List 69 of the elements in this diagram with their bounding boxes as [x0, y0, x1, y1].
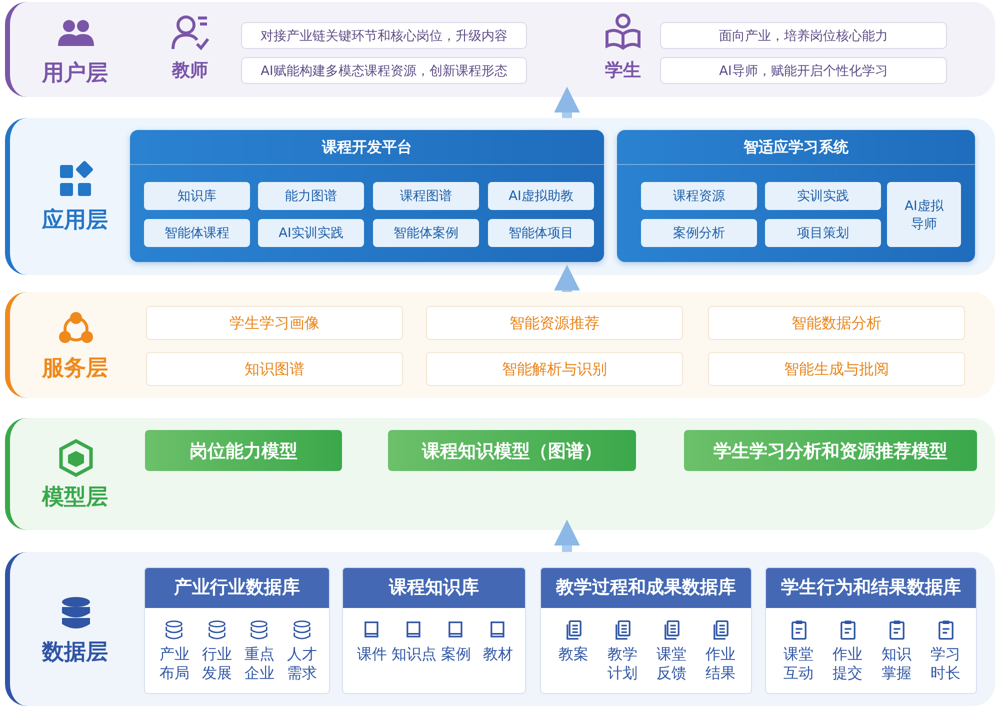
panel-title: 智适应学习系统 — [617, 130, 975, 165]
layer-band — [5, 292, 995, 398]
feature-chip: 智能体案例 — [373, 219, 479, 247]
data-item-label: 知识点 — [390, 645, 438, 664]
arrow — [554, 520, 580, 552]
feature-chip: AI虚拟导师 — [887, 182, 961, 247]
data-item-label: 产业布局 — [158, 645, 190, 683]
feature-chip: 能力图谱 — [258, 182, 364, 210]
layer-title: 应用层 — [40, 206, 109, 234]
arrow — [554, 86, 580, 118]
database-card — [765, 567, 977, 694]
layer-title: 用户层 — [40, 60, 109, 88]
data-item-label: 课件 — [356, 645, 388, 664]
service-box: 智能解析与识别 — [426, 352, 683, 386]
layer-title: 模型层 — [40, 484, 109, 512]
description-box: 面向产业，培养岗位核心能力 — [660, 22, 947, 49]
data-item-label: 知识掌握 — [880, 645, 912, 683]
feature-chip: AI实训实践 — [258, 219, 364, 247]
feature-chip: AI虚拟助教 — [488, 182, 594, 210]
card-header: 教学过程和成果数据库 — [554, 576, 737, 600]
platform-panel — [617, 130, 975, 262]
description-box: AI赋能构建多模态课程资源，创新课程形态 — [241, 57, 527, 84]
layer-title: 数据层 — [40, 639, 109, 667]
feature-chip: 智能体课程 — [144, 219, 250, 247]
data-item-label: 教案 — [558, 645, 590, 664]
model-box: 学生学习分析和资源推荐模型 — [684, 430, 977, 471]
data-item-label: 课堂反馈 — [656, 645, 688, 683]
data-item-label: 教材 — [482, 645, 514, 664]
database-card — [342, 567, 526, 694]
panel-title: 课程开发平台 — [130, 130, 604, 165]
layer-title: 服务层 — [40, 355, 109, 383]
data-item-label: 作业提交 — [832, 645, 864, 683]
data-item-label: 重点企业 — [243, 645, 276, 683]
data-item-label: 课堂互动 — [782, 645, 814, 683]
data-item-label: 学习时长 — [930, 645, 962, 683]
database-card — [144, 567, 330, 694]
feature-chip: 项目策划 — [765, 219, 881, 247]
role-label: 学生 — [604, 59, 642, 82]
service-box: 智能资源推荐 — [426, 306, 683, 340]
feature-chip: 课程图谱 — [373, 182, 479, 210]
platform-panel — [130, 130, 604, 262]
data-item-label: 案例 — [440, 645, 472, 664]
description-box: 对接产业链关键环节和核心岗位，升级内容 — [241, 22, 527, 49]
service-box: 学生学习画像 — [146, 306, 403, 340]
layer-band — [5, 2, 995, 97]
card-header: 产业行业数据库 — [173, 576, 301, 600]
layer-band — [5, 418, 995, 530]
feature-chip: 课程资源 — [641, 182, 757, 210]
service-box: 智能生成与批阅 — [708, 352, 965, 386]
arrow — [554, 264, 580, 292]
card-header: 课程知识库 — [388, 576, 480, 600]
data-item-label: 作业结果 — [704, 645, 736, 683]
description-box: AI导师，赋能开启个性化学习 — [660, 57, 947, 84]
data-item-label: 人才需求 — [286, 645, 318, 683]
service-box: 知识图谱 — [146, 352, 403, 386]
feature-chip: 知识库 — [144, 182, 250, 210]
layer-band — [5, 118, 995, 275]
model-box: 课程知识模型（图谱） — [388, 430, 636, 471]
layer-band — [5, 552, 995, 706]
feature-chip: 智能体项目 — [488, 219, 594, 247]
service-box: 智能数据分析 — [708, 306, 965, 340]
database-card — [540, 567, 752, 694]
role-label: 教师 — [170, 59, 209, 82]
card-header: 学生行为和结果数据库 — [780, 576, 962, 600]
feature-chip: 案例分析 — [641, 219, 757, 247]
data-item-label: 行业发展 — [200, 645, 233, 683]
feature-chip: 实训实践 — [765, 182, 881, 210]
model-box: 岗位能力模型 — [145, 430, 342, 471]
data-item-label: 教学计划 — [606, 645, 638, 683]
